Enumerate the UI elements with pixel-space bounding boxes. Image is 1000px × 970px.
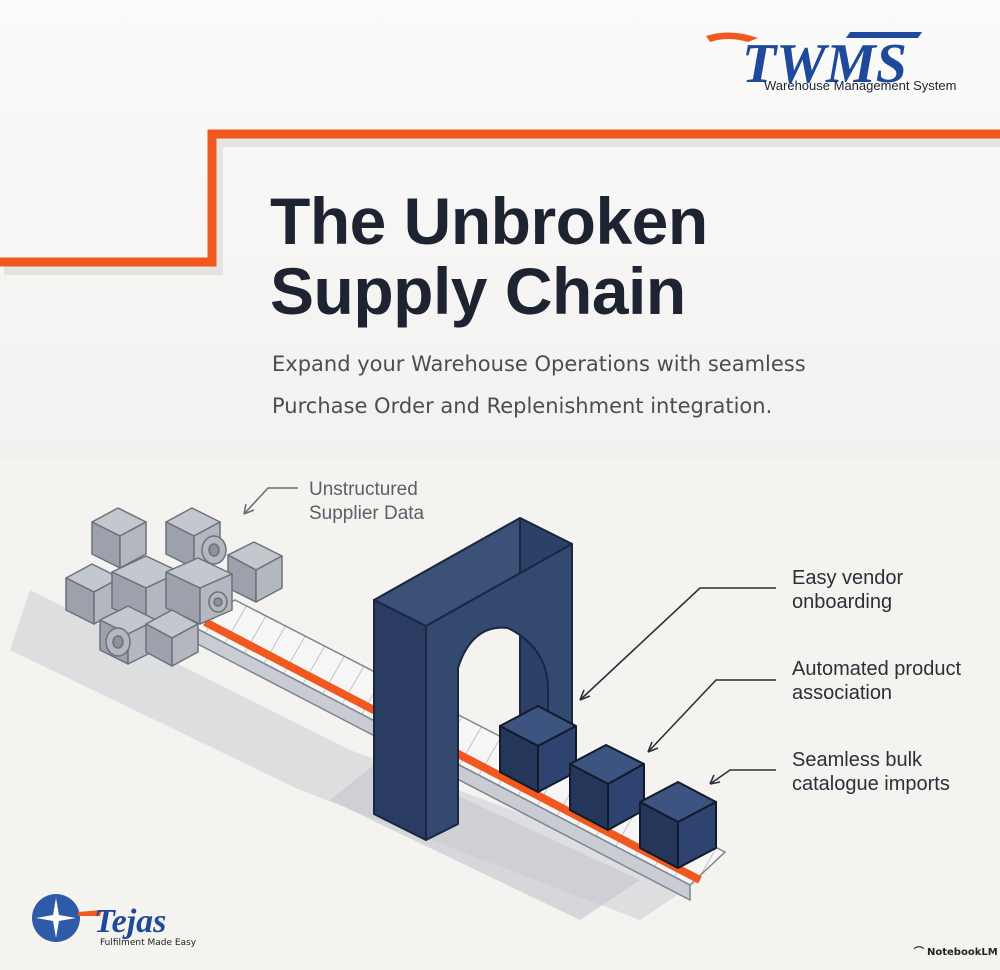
- callout-unstructured-line-2: Supplier Data: [309, 503, 425, 524]
- gray-cube: [227, 541, 283, 603]
- gray-cylinder: [105, 627, 131, 657]
- logo-text: TWMS: [742, 33, 907, 95]
- callout-product-association: Automated product association: [792, 657, 961, 705]
- callout-unstructured-data: Unstructured Supplier Data: [309, 478, 424, 526]
- gray-cylinder: [208, 591, 228, 613]
- processed-cube-1: [499, 705, 577, 793]
- gray-cube: [91, 507, 147, 569]
- notebooklm-label: NotebookLM: [927, 947, 998, 958]
- subtitle-line-1: Expand your Warehouse Operations with se…: [272, 352, 806, 376]
- callout-arrows: [243, 487, 776, 785]
- header-background: [0, 0, 1000, 460]
- title-line-2: Supply Chain: [270, 254, 686, 328]
- callout-vendor-onboarding: Easy vendor onboarding: [792, 566, 903, 614]
- callout-vendor-line-1: Easy vendor: [792, 567, 904, 589]
- tejas-logo: Tejas: [30, 890, 205, 950]
- callout-bulk-imports: Seamless bulk catalogue imports: [792, 748, 950, 796]
- logo-subtitle: Warehouse Management System: [764, 78, 957, 93]
- gray-cylinder: [201, 535, 227, 565]
- callout-vendor-line-2: onboarding: [792, 591, 893, 613]
- subtitle-line-2: Purchase Order and Replenishment integra…: [272, 394, 773, 418]
- processed-cube-3: [639, 781, 717, 869]
- notebooklm-credit: ⌒NotebookLM: [914, 943, 998, 958]
- processed-cube-2: [569, 744, 645, 831]
- callout-bulk-line-1: Seamless bulk: [792, 749, 923, 771]
- arrow-vendor: [579, 587, 776, 701]
- conveyor-illustration: [10, 487, 776, 920]
- processing-arch: [373, 517, 573, 841]
- arrow-unstructured: [243, 487, 298, 515]
- twms-logo: TWMS: [700, 24, 980, 104]
- title-line-1: The Unbroken: [270, 184, 708, 258]
- callout-assoc-line-1: Automated product: [792, 658, 961, 680]
- callout-assoc-line-2: association: [792, 682, 893, 704]
- tejas-tagline: Fulfilment Made Easy: [100, 938, 197, 948]
- tejas-logo-text: Tejas: [94, 903, 166, 940]
- page-subtitle: Expand your Warehouse Operations with se…: [272, 343, 806, 427]
- star-icon: [36, 898, 76, 938]
- arrow-bulk: [709, 769, 776, 785]
- arrow-assoc: [647, 679, 776, 753]
- page-title: The Unbroken Supply Chain: [270, 186, 708, 326]
- unstructured-cube-pile: [65, 507, 283, 667]
- orange-frame-line: [0, 129, 1000, 275]
- callout-bulk-line-2: catalogue imports: [792, 773, 950, 795]
- callout-unstructured-line-1: Unstructured: [309, 479, 418, 500]
- gray-cube: [145, 609, 199, 667]
- notebooklm-icon: ⌒: [914, 947, 924, 958]
